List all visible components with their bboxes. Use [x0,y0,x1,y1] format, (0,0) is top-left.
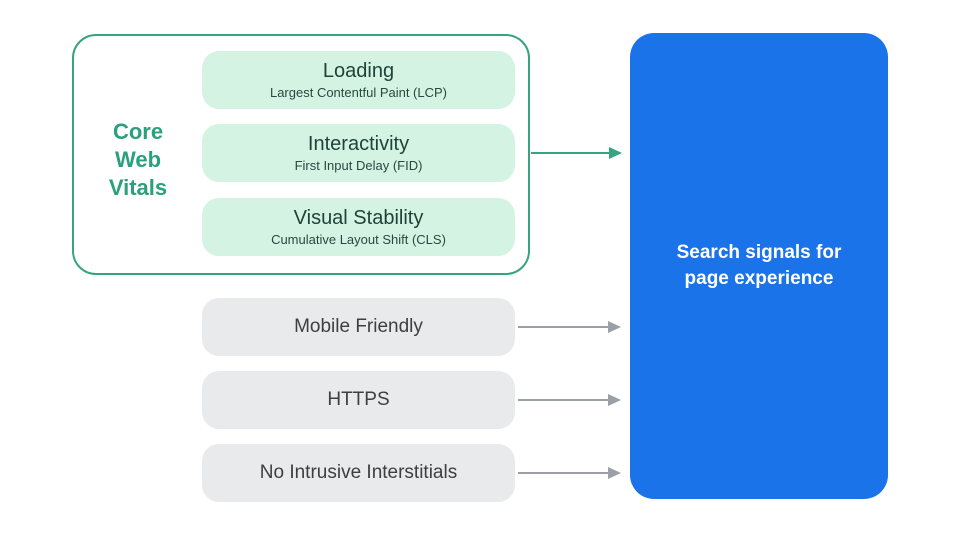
search-signals-box: Search signals for page experience [630,33,888,499]
arrow-line [518,399,608,401]
pill-label: No Intrusive Interstitials [259,462,458,483]
right-arrow-icon [608,467,621,479]
arrow-line [518,472,608,474]
mobile-friendly-arrow [518,320,621,334]
pill-title: Loading [322,60,395,82]
vitals-pill-visual-stability: Visual Stability Cumulative Layout Shift… [202,198,515,256]
vitals-pill-interactivity: Interactivity First Input Delay (FID) [202,124,515,182]
signal-pill-mobile-friendly: Mobile Friendly [202,298,515,356]
search-signals-label: Search signals for page experience [676,242,842,289]
pill-subtitle: Cumulative Layout Shift (CLS) [271,232,446,247]
https-arrow [518,393,621,407]
core-web-vitals-arrow [531,146,622,160]
pill-label: Mobile Friendly [294,316,423,337]
pill-label: HTTPS [327,389,390,410]
pill-subtitle: First Input Delay (FID) [294,158,423,173]
vitals-pill-loading: Loading Largest Contentful Paint (LCP) [202,51,515,109]
core-web-vitals-label: Core Web Vitals [108,119,168,200]
pill-subtitle: Largest Contentful Paint (LCP) [269,85,448,100]
signal-pill-no-intrusive-interstitials: No Intrusive Interstitials [202,444,515,502]
pill-title: Interactivity [307,133,410,155]
pill-title: Visual Stability [293,207,424,229]
right-arrow-icon [608,321,621,333]
arrow-line [531,152,609,154]
arrow-line [518,326,608,328]
no-intrusive-interstitials-arrow [518,466,621,480]
right-arrow-icon [608,394,621,406]
right-arrow-icon [609,147,622,159]
signal-pill-https: HTTPS [202,371,515,429]
